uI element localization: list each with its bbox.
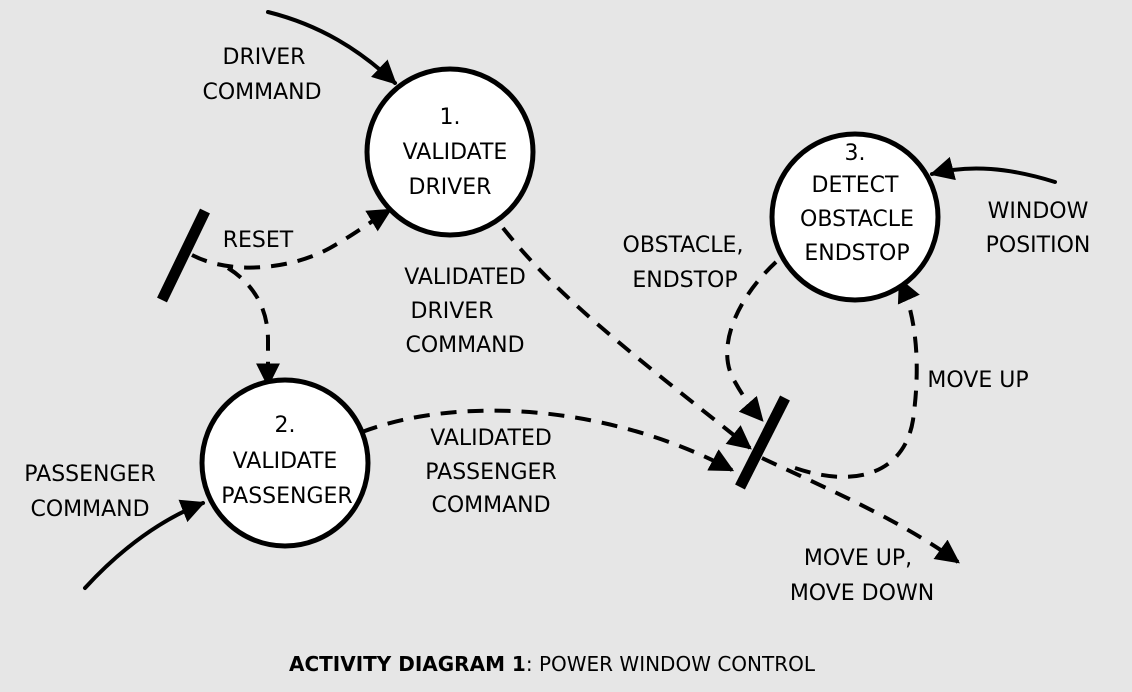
node-1-line1: VALIDATE (403, 140, 508, 165)
node-1-number: 1. (440, 105, 461, 130)
node-3-line2: OBSTACLE (800, 207, 914, 232)
reset-to-passenger-arrow (226, 266, 280, 388)
caption-bold: ACTIVITY DIAGRAM 1 (289, 652, 526, 676)
move-up-loop-arrow (794, 277, 920, 479)
caption-rest: : POWER WINDOW CONTROL (526, 652, 816, 676)
move-up-line1: MOVE UP (927, 368, 1028, 393)
validated-passenger-command-arrow (361, 408, 735, 472)
node-validate-passenger: 2. VALIDATE PASSENGER (199, 377, 371, 549)
label-move-up: MOVE UP (927, 368, 1028, 393)
window-position-arrow (929, 156, 1057, 184)
label-reset: RESET (223, 228, 294, 253)
label-move-up-move-down: MOVE UP, MOVE DOWN (790, 546, 934, 606)
validated-driver-command-arrow (501, 226, 752, 450)
validated-passenger-command-line2: PASSENGER (425, 460, 556, 485)
label-obstacle-endstop: OBSTACLE, ENDSTOP (623, 233, 744, 293)
node-3-line1: DETECT (812, 173, 900, 198)
node-2-line2: PASSENGER (221, 484, 352, 509)
driver-command-line2: COMMAND (202, 80, 321, 105)
label-validated-driver-command: VALIDATED DRIVER COMMAND (404, 265, 526, 358)
label-driver-command: DRIVER COMMAND (202, 45, 321, 105)
node-2-number: 2. (275, 413, 296, 438)
join-bar (735, 395, 790, 490)
move-up-move-down-line1: MOVE UP, (804, 546, 912, 571)
move-output-arrow (761, 456, 960, 564)
node-validate-driver: 1. VALIDATE DRIVER (364, 66, 536, 238)
reset-to-driver-arrow (191, 208, 393, 270)
diagram-caption: ACTIVITY DIAGRAM 1: POWER WINDOW CONTROL (289, 652, 816, 676)
node-1-line2: DRIVER (409, 175, 492, 200)
window-position-line2: POSITION (986, 233, 1091, 258)
label-window-position: WINDOW POSITION (986, 199, 1091, 258)
validated-driver-command-line3: COMMAND (405, 333, 524, 358)
window-position-line1: WINDOW (988, 199, 1089, 224)
passenger-command-arrow (83, 499, 206, 590)
move-up-move-down-line2: MOVE DOWN (790, 581, 934, 606)
passenger-command-line1: PASSENGER (24, 462, 155, 487)
driver-command-line1: DRIVER (223, 45, 306, 70)
obstacle-endstop-line1: OBSTACLE, (623, 233, 744, 258)
label-passenger-command: PASSENGER COMMAND (24, 462, 155, 522)
node-3-line3: ENDSTOP (804, 241, 909, 266)
reset-line1: RESET (223, 228, 294, 253)
node-2-line1: VALIDATE (233, 449, 338, 474)
validated-driver-command-line1: VALIDATED (404, 265, 526, 290)
node-3-number: 3. (845, 141, 866, 166)
validated-passenger-command-line1: VALIDATED (430, 426, 552, 451)
label-validated-passenger-command: VALIDATED PASSENGER COMMAND (425, 426, 556, 518)
obstacle-endstop-arrow (725, 260, 778, 422)
validated-passenger-command-line3: COMMAND (431, 493, 550, 518)
validated-driver-command-line2: DRIVER (411, 299, 494, 324)
node-detect-obstacle-endstop: 3. DETECT OBSTACLE ENDSTOP (769, 131, 941, 303)
passenger-command-line2: COMMAND (30, 497, 149, 522)
reset-bar (157, 208, 210, 303)
obstacle-endstop-line2: ENDSTOP (632, 268, 737, 293)
driver-command-arrow (266, 10, 397, 85)
